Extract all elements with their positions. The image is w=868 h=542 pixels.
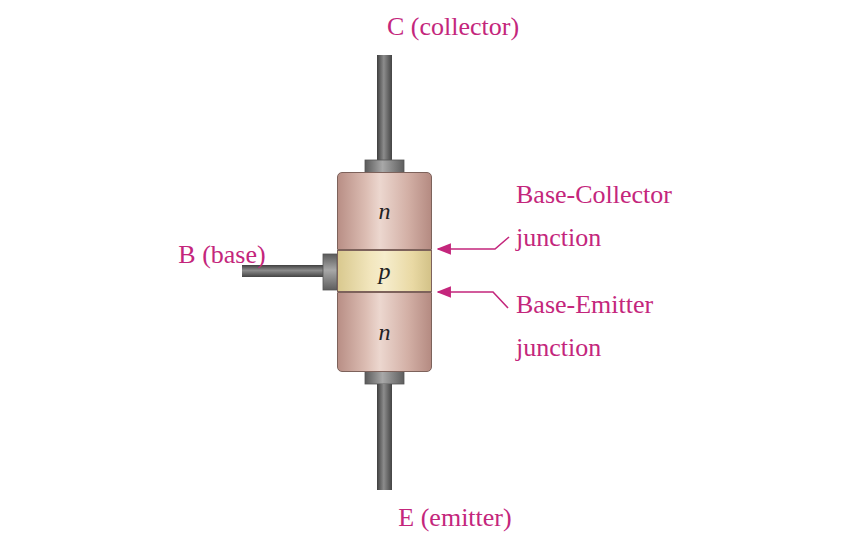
terminal-label: B (base) [177, 233, 267, 276]
n-region: n [337, 172, 432, 250]
leader-arrow [438, 292, 508, 308]
terminal-label: E (emitter) [345, 496, 565, 539]
leader-arrow [438, 237, 509, 249]
base-contact [323, 254, 337, 290]
terminal-label: C (collector) [343, 5, 563, 48]
junction-label: Base-Collector junction [516, 173, 731, 259]
collector-lead [377, 55, 392, 161]
n-region: n [337, 292, 432, 372]
junction-label: Base-Emitter junction [516, 283, 731, 369]
emitter-contact [365, 371, 404, 384]
region-letter: n [379, 318, 391, 346]
region-letter: n [379, 197, 391, 225]
emitter-lead [377, 384, 392, 490]
region-letter: p [379, 257, 391, 285]
p-region: p [337, 250, 432, 292]
